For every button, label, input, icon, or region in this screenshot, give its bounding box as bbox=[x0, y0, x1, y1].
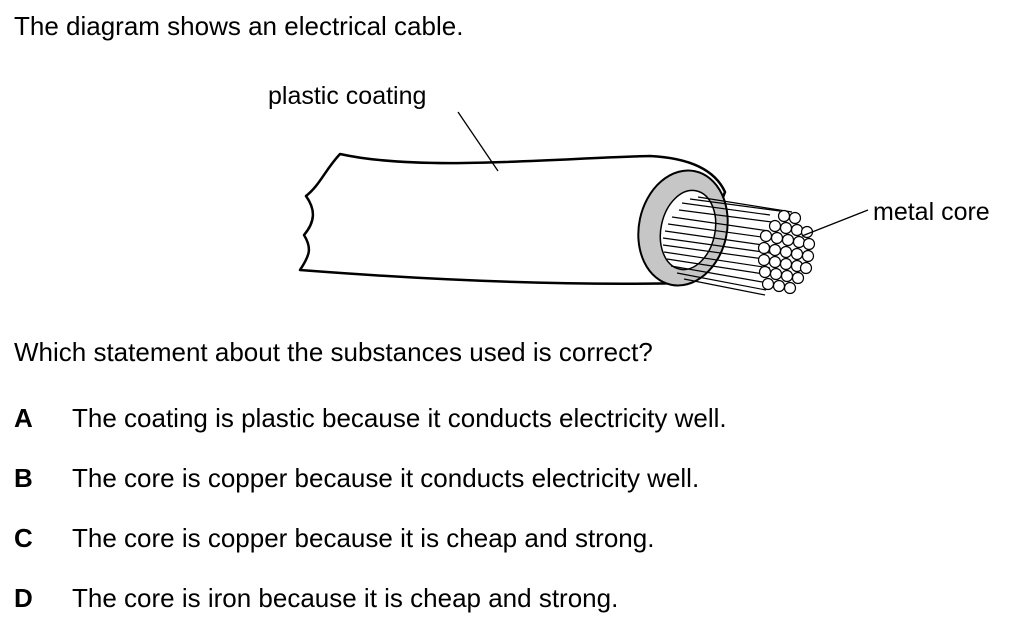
option-letter: C bbox=[14, 523, 33, 553]
option-letter: B bbox=[14, 463, 33, 493]
metal-core-label: metal core bbox=[873, 198, 990, 226]
metal-core-strand-ends bbox=[757, 209, 816, 295]
option-d[interactable]: D The core is iron because it is cheap a… bbox=[14, 578, 994, 618]
option-a[interactable]: A The coating is plastic because it cond… bbox=[14, 398, 994, 438]
option-text: The core is iron because it is cheap and… bbox=[72, 583, 619, 613]
metal-core-leader bbox=[801, 209, 869, 237]
option-letter: D bbox=[14, 583, 33, 613]
plastic-coating-label: plastic coating bbox=[268, 82, 426, 110]
plastic-coating-leader bbox=[457, 111, 499, 172]
option-c[interactable]: C The core is copper because it is cheap… bbox=[14, 518, 994, 558]
intro-text: The diagram shows an electrical cable. bbox=[14, 11, 464, 41]
cable-end-core-face bbox=[659, 189, 717, 271]
metal-core-strands bbox=[662, 196, 793, 296]
option-letter: A bbox=[14, 403, 33, 433]
option-text: The coating is plastic because it conduc… bbox=[72, 403, 727, 433]
option-text: The core is copper because it is cheap a… bbox=[72, 523, 655, 553]
option-b[interactable]: B The core is copper because it conducts… bbox=[14, 458, 994, 498]
question-text: Which statement about the substances use… bbox=[14, 337, 653, 367]
cable-diagram: plastic coating metal core bbox=[268, 82, 990, 296]
option-text: The core is copper because it conducts e… bbox=[72, 463, 700, 493]
cable-plastic-coating bbox=[298, 152, 727, 286]
